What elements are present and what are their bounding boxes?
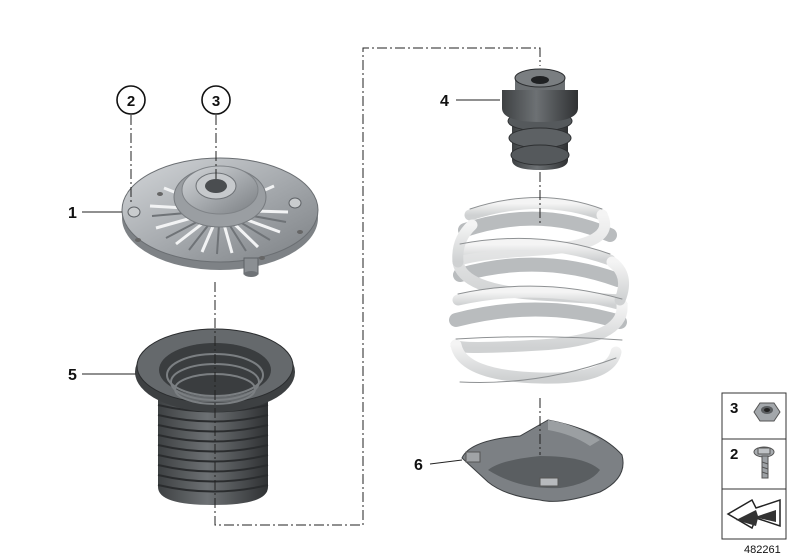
callout-2: 2 xyxy=(116,85,146,115)
spring-seat xyxy=(461,419,624,502)
callout-label-4: 4 xyxy=(440,93,449,110)
legend-num-bolt: 2 xyxy=(730,446,738,463)
callout-label-3: 3 xyxy=(212,93,220,110)
hex-nut-icon xyxy=(753,402,781,422)
callout-1: 1 xyxy=(68,205,122,222)
callout-3: 3 xyxy=(201,85,231,115)
callout-label-6: 6 xyxy=(414,457,423,474)
assembly-lines xyxy=(130,47,541,526)
hardware-legend: 3 2 xyxy=(721,392,787,540)
coil-spring xyxy=(449,197,630,384)
strut-top-mount xyxy=(121,157,319,277)
legend-num-nut: 3 xyxy=(730,400,738,417)
figure-number: 482261 xyxy=(744,544,781,556)
callout-6: 6 xyxy=(414,457,463,474)
callout-5: 5 xyxy=(68,367,136,384)
bump-stop xyxy=(502,68,578,170)
callout-label-2: 2 xyxy=(127,93,135,110)
callout-label-5: 5 xyxy=(68,367,77,384)
direction-arrow-icon xyxy=(726,498,781,530)
collar-bolt-icon xyxy=(753,446,775,479)
callout-label-1: 1 xyxy=(68,205,77,222)
callout-4: 4 xyxy=(440,93,500,110)
